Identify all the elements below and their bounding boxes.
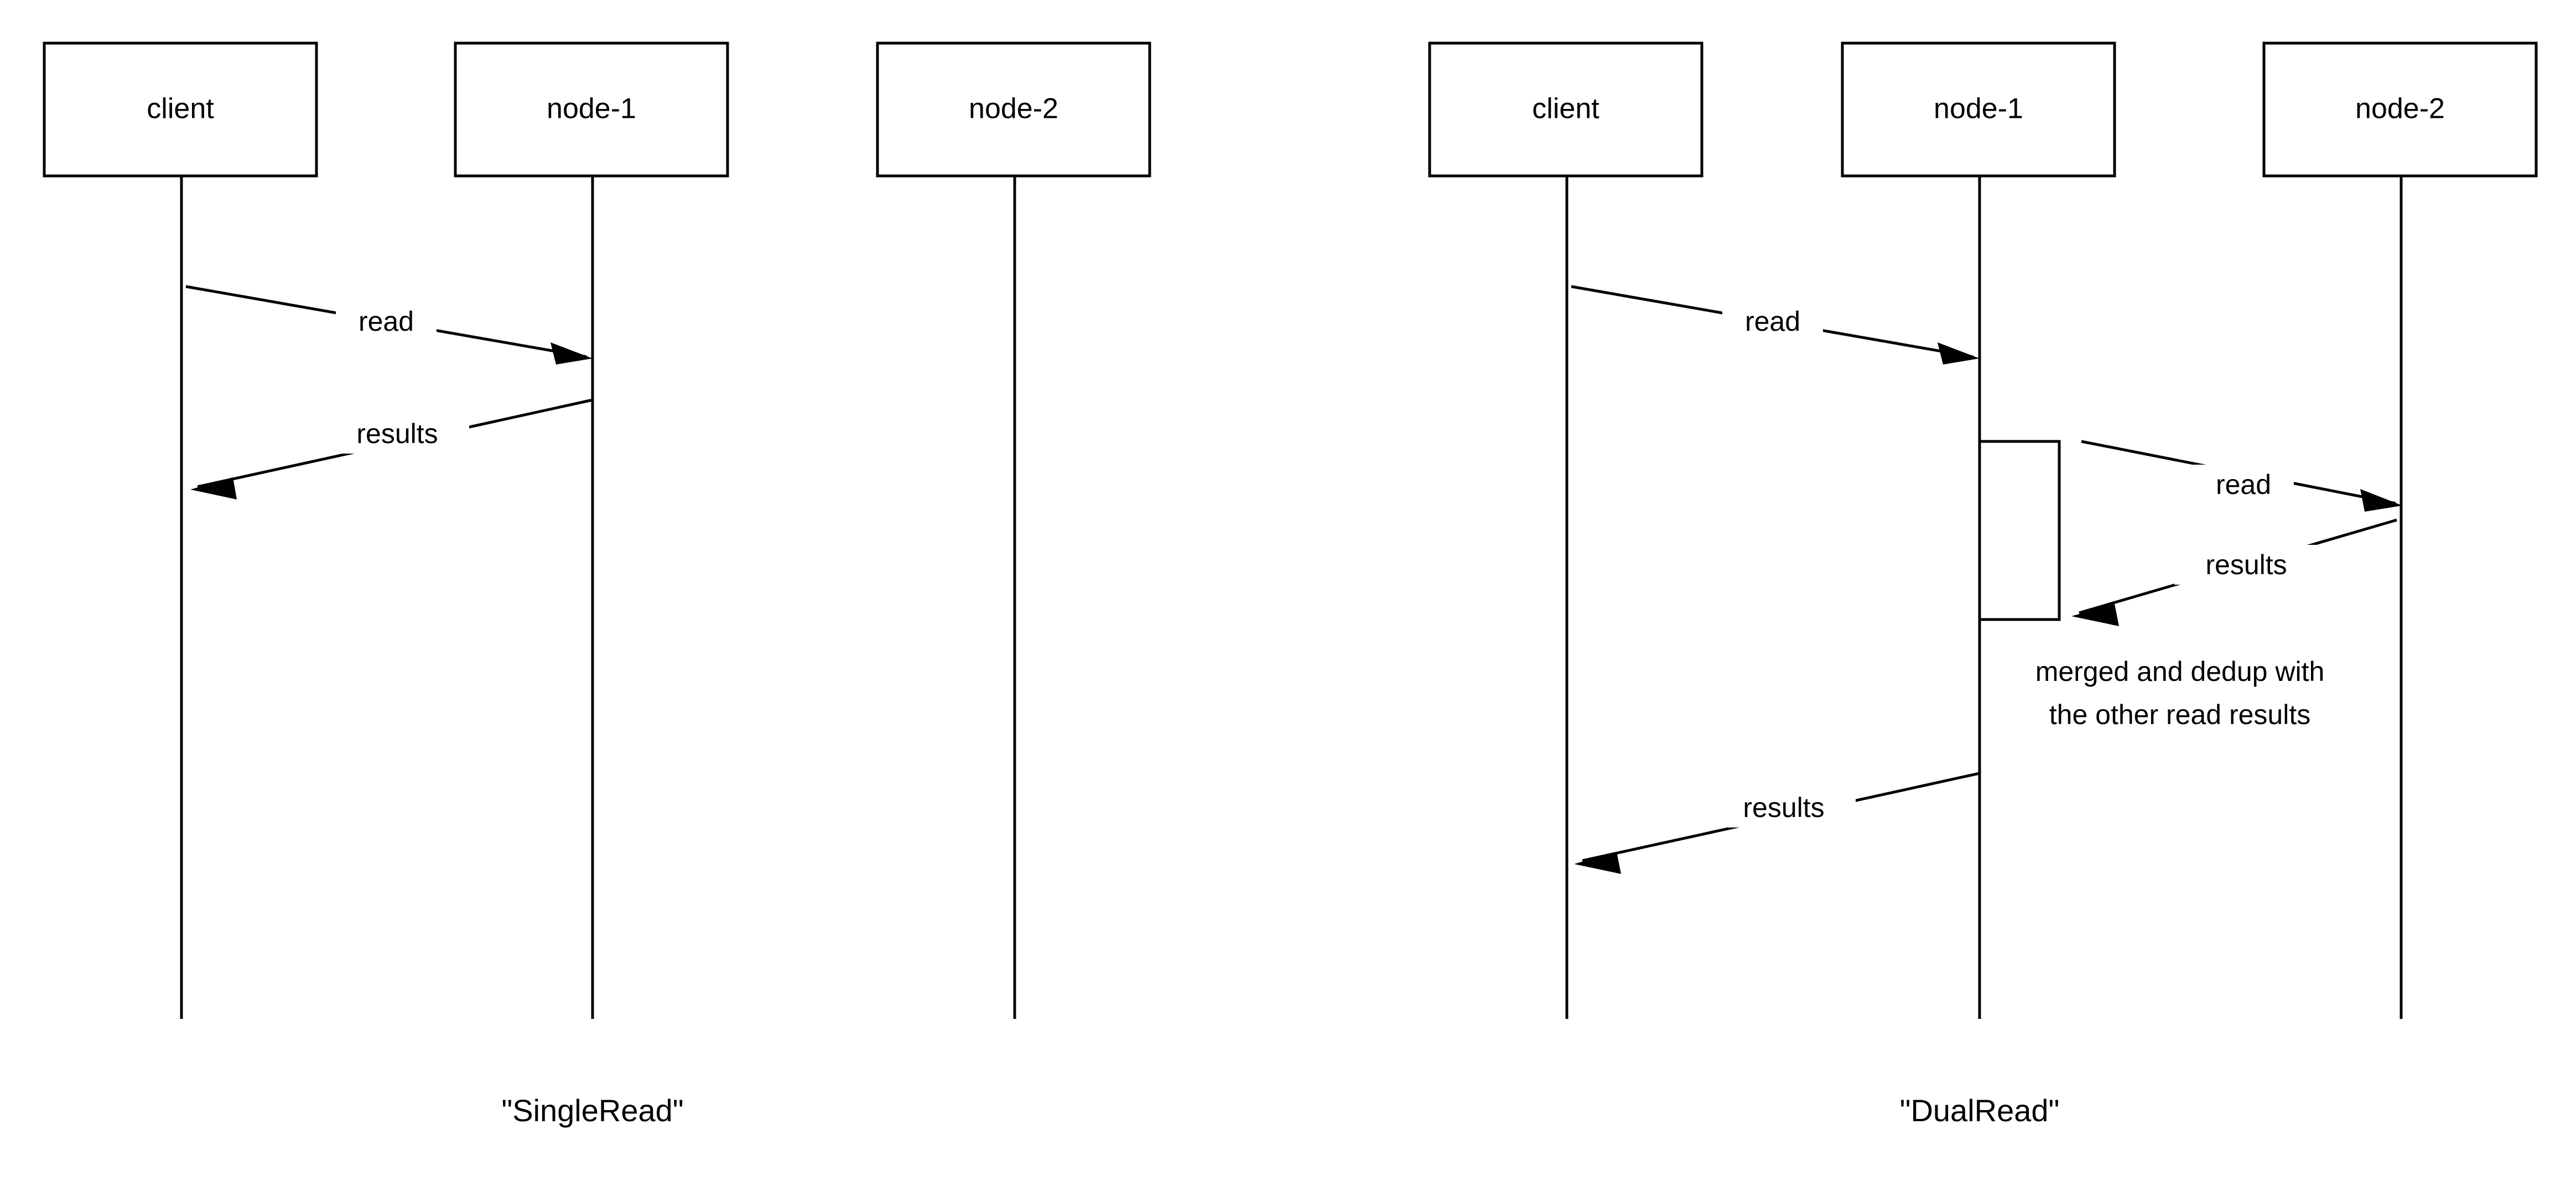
message-label-backdrop bbox=[336, 301, 437, 341]
participant-box-client[interactable] bbox=[1428, 41, 1704, 178]
arrowhead-left-icon bbox=[1574, 852, 1621, 874]
diagram-caption-dual-read: "DualRead" bbox=[1900, 1093, 2060, 1128]
arrowhead-right-icon bbox=[2360, 489, 2402, 512]
message-label-backdrop bbox=[2193, 465, 2294, 504]
message-label-results: results bbox=[2205, 549, 2287, 580]
note-line-1: merged and dedup with bbox=[2035, 656, 2325, 687]
message-read-client-to-node1[interactable]: read bbox=[185, 285, 593, 365]
diagram-caption-single-read: "SingleRead" bbox=[501, 1093, 683, 1128]
participant-label-client: client bbox=[147, 93, 214, 125]
participant-client-right[interactable]: client bbox=[1428, 41, 1704, 178]
message-label-backdrop bbox=[1712, 788, 1856, 828]
participant-node-1-right[interactable]: node-1 bbox=[1841, 41, 2116, 178]
message-results-node1-to-client[interactable]: results bbox=[1574, 772, 1980, 874]
participant-node-2-left[interactable]: node-2 bbox=[876, 41, 1151, 178]
message-read-node1-to-node2[interactable]: read bbox=[2081, 440, 2402, 512]
message-label-backdrop bbox=[2174, 545, 2318, 585]
message-label-results: results bbox=[1743, 792, 1824, 823]
message-label-read: read bbox=[359, 306, 414, 337]
participant-label-node-2: node-2 bbox=[969, 93, 1058, 125]
arrowhead-right-icon bbox=[550, 342, 593, 365]
message-label-read: read bbox=[1745, 306, 1800, 337]
diagram-single-read: client node-1 node-2 read bbox=[43, 41, 1151, 1128]
activation-bracket-node-1 bbox=[1980, 440, 2061, 621]
diagram-dual-read: client node-1 node-2 read bbox=[1428, 41, 2538, 1128]
note-merged-dedup: merged and dedup with the other read res… bbox=[2035, 656, 2325, 730]
participant-box-client[interactable] bbox=[43, 41, 318, 178]
participant-box-node-2[interactable] bbox=[876, 41, 1151, 178]
participant-label-client: client bbox=[1532, 93, 1599, 125]
message-label-backdrop bbox=[325, 414, 469, 454]
message-results-node1-to-client[interactable]: results bbox=[190, 398, 593, 499]
participant-label-node-1: node-1 bbox=[1934, 93, 2023, 125]
note-line-2: the other read results bbox=[2049, 699, 2311, 730]
participant-box-node-1[interactable] bbox=[454, 41, 729, 178]
message-label-backdrop bbox=[1722, 301, 1823, 341]
participant-label-node-1: node-1 bbox=[547, 93, 636, 125]
participant-node-2-right[interactable]: node-2 bbox=[2262, 41, 2538, 178]
message-results-node2-to-node1[interactable]: results bbox=[2071, 518, 2397, 626]
participant-label-node-2: node-2 bbox=[2355, 93, 2445, 125]
participant-client-left[interactable]: client bbox=[43, 41, 318, 178]
arrowhead-left-icon bbox=[2071, 604, 2119, 626]
message-label-results: results bbox=[356, 418, 438, 449]
arrowhead-left-icon bbox=[190, 477, 237, 499]
message-read-client-to-node1[interactable]: read bbox=[1571, 285, 1980, 365]
participant-node-1-left[interactable]: node-1 bbox=[454, 41, 729, 178]
message-label-read: read bbox=[2216, 469, 2271, 500]
arrowhead-right-icon bbox=[1938, 342, 1980, 365]
